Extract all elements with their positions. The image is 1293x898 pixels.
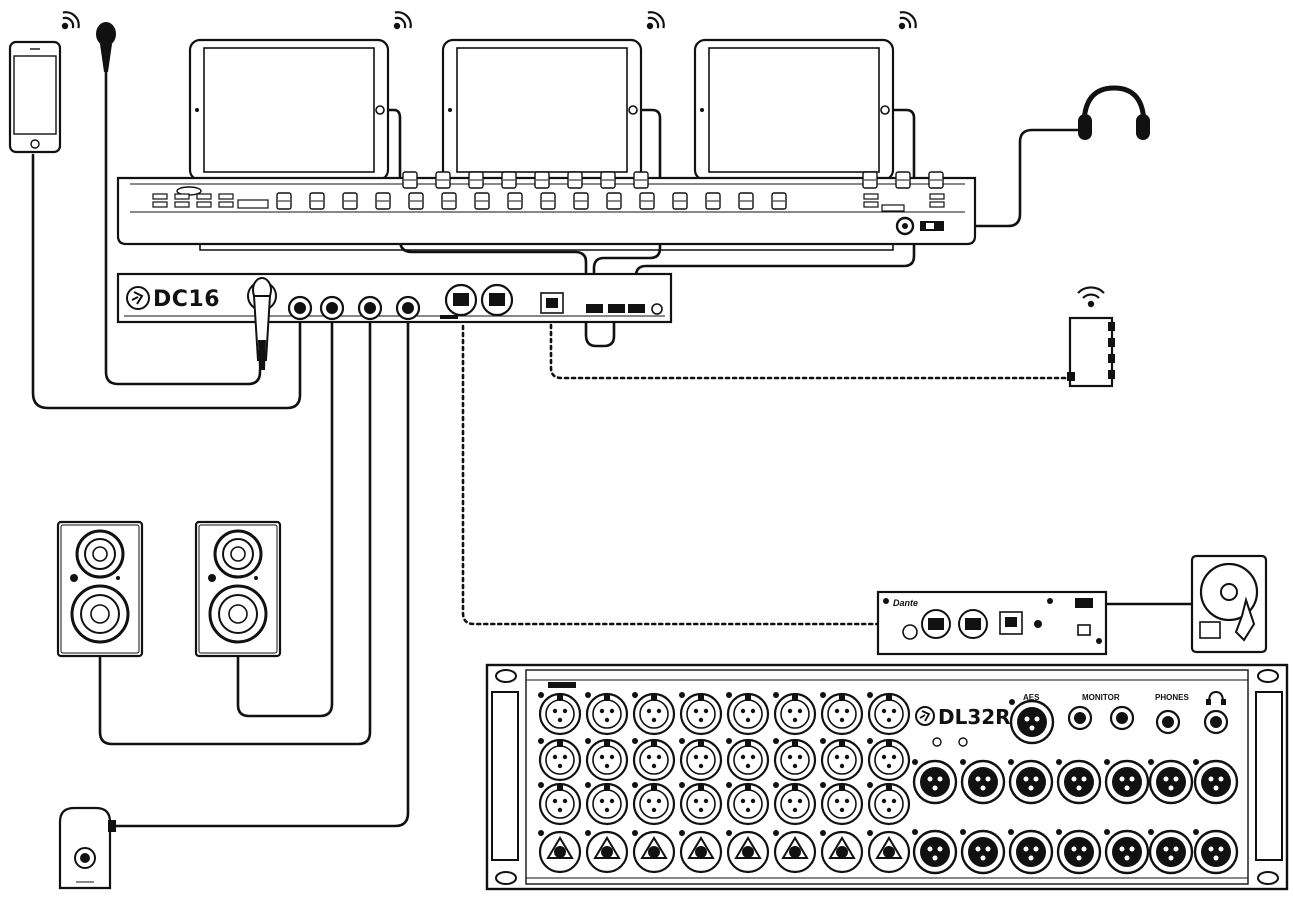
cables <box>31 68 1084 828</box>
dante-brand: Dante <box>893 598 918 608</box>
cable-phone-to-mixer <box>31 153 302 410</box>
footswitch <box>58 806 116 890</box>
phones-level <box>1155 709 1181 735</box>
wifi-icon <box>897 7 921 31</box>
mixer-rear-panel: DC16 <box>116 272 673 370</box>
phones-label: PHONES <box>1155 693 1189 702</box>
mixer-brand: DC16 <box>153 287 220 312</box>
aes-label: AES <box>1023 693 1040 702</box>
wifi-icon <box>645 7 669 31</box>
wifi-icon <box>1077 286 1105 308</box>
footswitch-jack <box>395 295 421 321</box>
headphones-icon <box>1206 690 1226 705</box>
main-out-jack-left <box>319 295 345 321</box>
monitor-out-left <box>1067 705 1093 731</box>
cable-handheld-mic <box>104 68 262 386</box>
mackie-running-man-icon <box>915 706 935 726</box>
wifi-icon <box>60 7 84 31</box>
cable-headphones <box>941 128 1084 228</box>
cable-ipad-3 <box>634 108 916 306</box>
studio-monitor-left <box>56 520 144 658</box>
stagebox-brand: DL32R <box>938 705 1011 729</box>
tablet-1 <box>188 38 390 182</box>
wireless-router <box>1067 316 1115 388</box>
tablet-3 <box>693 38 895 182</box>
hard-drive-icon <box>1190 554 1268 654</box>
cable-speaker-right <box>236 310 334 718</box>
network-cables <box>461 316 1072 626</box>
wifi-icon <box>392 7 416 31</box>
cable-network-dante <box>461 324 922 626</box>
studio-monitor-right <box>194 520 282 658</box>
cable-speaker-left <box>98 310 372 746</box>
main-out-jack-right <box>357 295 383 321</box>
cable-ipad-2 <box>592 108 662 306</box>
cable-ipad-1 <box>381 108 616 348</box>
microphone-icon <box>96 22 116 72</box>
dante-expansion-card: Dante <box>876 590 1108 656</box>
monitor-out-right <box>1109 705 1135 731</box>
mackie-running-man-icon <box>126 286 150 310</box>
cable-footswitch <box>112 310 410 828</box>
smartphone <box>8 40 62 154</box>
aux-input-jack <box>287 295 313 321</box>
headphones-icon <box>1078 85 1150 140</box>
phones-jack <box>1203 709 1229 735</box>
mixer-control-surface <box>116 171 977 251</box>
monitor-label: MONITOR <box>1082 693 1120 702</box>
microphone-icon <box>252 277 272 370</box>
cable-network-router <box>549 316 1072 380</box>
tablet-2 <box>441 38 643 182</box>
stagebox-rack-unit: DL32R AES MONITOR PHONES <box>485 663 1289 891</box>
